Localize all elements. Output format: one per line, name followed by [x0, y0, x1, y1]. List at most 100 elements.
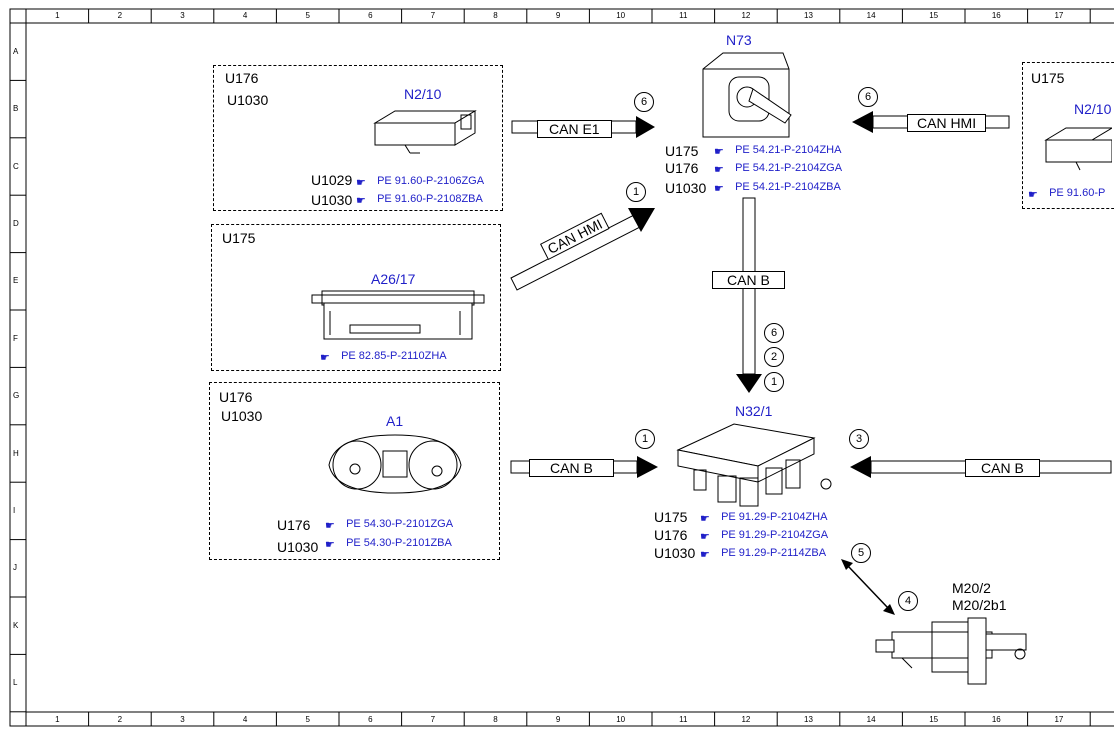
column-number: 11	[679, 11, 688, 20]
n2-10-left-component-label: N2/10	[404, 86, 442, 102]
marker-can-e1: 6	[634, 92, 654, 112]
n2-10-control-unit-image	[373, 110, 477, 154]
a1-ref-link-1[interactable]: ☛ PE 54.30-P-2101ZGA	[325, 518, 454, 533]
column-number: 5	[305, 715, 310, 724]
a1-group-box	[209, 382, 500, 560]
n32-1-ref-code-2: U176	[654, 527, 688, 543]
n32-1-ref-text-3: PE 91.29-P-2114ZBA	[721, 547, 827, 559]
column-number: 11	[679, 715, 688, 724]
row-letter: H	[13, 448, 19, 458]
pointing-hand-icon: ☛	[325, 520, 335, 533]
n73-ref-code-1: U175	[665, 143, 699, 159]
marker-can-b-vertical-2: 2	[764, 347, 784, 367]
pointing-hand-icon: ☛	[325, 539, 335, 552]
a1-component-label: A1	[386, 413, 404, 429]
marker-can-b-left: 1	[635, 429, 655, 449]
n32-1-ref-link-3[interactable]: ☛ PE 91.29-P-2114ZBA	[700, 547, 827, 561]
column-number: 13	[804, 715, 813, 724]
column-number: 14	[866, 715, 876, 724]
column-number: 8	[493, 11, 498, 20]
pointing-hand-icon: ☛	[714, 183, 724, 196]
column-number: 9	[555, 11, 561, 20]
a1-ref-text-2: PE 54.30-P-2101ZBA	[346, 537, 452, 549]
n73-ref-text-2: PE 54.21-P-2104ZGA	[735, 162, 843, 174]
pointing-hand-icon: ☛	[356, 177, 366, 190]
column-number: 14	[866, 11, 876, 20]
row-letter: F	[13, 333, 18, 343]
pointing-hand-icon: ☛	[1028, 189, 1038, 202]
column-number: 17	[1054, 11, 1064, 20]
column-number: 3	[180, 11, 185, 20]
column-number: 17	[1054, 715, 1064, 724]
n2-10-right-control-unit-image	[1044, 127, 1112, 171]
n32-1-ref-text-2: PE 91.29-P-2104ZGA	[721, 529, 829, 541]
a1-code-1: U176	[219, 389, 253, 405]
n2-10-right-group-box	[1022, 62, 1114, 209]
can-e1-label: CAN E1	[537, 120, 612, 138]
a1-ref-code-2: U1030	[277, 539, 319, 555]
column-number: 4	[242, 11, 248, 20]
marker-can-b-vertical-3: 1	[764, 372, 784, 392]
n32-1-ref-text-1: PE 91.29-P-2104ZHA	[721, 511, 828, 523]
column-number: 3	[180, 715, 185, 724]
n2-10-right-ref-link[interactable]: ☛ PE 91.60-P	[1028, 187, 1105, 202]
n2-10-left-ref-code-1: U1029	[311, 172, 353, 188]
can-b-left-label: CAN B	[529, 459, 614, 477]
n73-ref-link-3[interactable]: ☛ PE 54.21-P-2104ZBA	[714, 181, 841, 196]
row-letter: E	[13, 276, 19, 286]
a26-17-component-label: A26/17	[371, 271, 416, 287]
pointing-hand-icon: ☛	[320, 352, 330, 365]
n2-10-right-component-label: N2/10	[1074, 101, 1112, 117]
a1-ref-link-2[interactable]: ☛ PE 54.30-P-2101ZBA	[325, 537, 452, 552]
column-number: 12	[741, 11, 751, 20]
a26-17-group-box	[211, 224, 501, 371]
pointing-hand-icon: ☛	[714, 146, 724, 159]
n2-10-left-ref-link-1[interactable]: ☛ PE 91.60-P-2106ZGA	[356, 175, 485, 190]
n73-ref-text-3: PE 54.21-P-2104ZBA	[735, 181, 841, 193]
n73-ref-link-1[interactable]: ☛ PE 54.21-P-2104ZHA	[714, 144, 842, 159]
row-letter: L	[13, 678, 18, 688]
n32-1-control-unit-image	[676, 423, 832, 507]
a26-17-ref-link[interactable]: ☛ PE 82.85-P-2110ZHA	[320, 350, 447, 365]
a1-ref-text-1: PE 54.30-P-2101ZGA	[346, 518, 454, 530]
marker-m20-4: 4	[898, 591, 918, 611]
n2-10-right-code: U175	[1031, 70, 1065, 86]
n2-10-left-code-1: U176	[225, 70, 259, 86]
column-number: 8	[493, 715, 498, 724]
row-letter: A	[13, 46, 19, 56]
row-letter: K	[13, 620, 19, 630]
m20-link-arrow	[841, 559, 895, 615]
can-b-vertical-connection	[736, 197, 762, 393]
column-number: 9	[555, 715, 561, 724]
a26-17-display-unit-image	[311, 290, 485, 340]
n2-10-left-ref-link-2[interactable]: ☛ PE 91.60-P-2108ZBA	[356, 193, 483, 207]
n2-10-left-group-box	[213, 65, 503, 211]
column-number: 1	[55, 11, 60, 20]
n32-1-ref-link-2[interactable]: ☛ PE 91.29-P-2104ZGA	[700, 529, 829, 544]
marker-can-b-vertical-1: 6	[764, 323, 784, 343]
n2-10-left-ref-text-1: PE 91.60-P-2106ZGA	[377, 175, 485, 187]
column-number: 2	[117, 715, 123, 724]
n32-1-component-label: N32/1	[735, 403, 773, 419]
marker-m20-5: 5	[851, 543, 871, 563]
n73-ref-link-2[interactable]: ☛ PE 54.21-P-2104ZGA	[714, 162, 843, 176]
column-number: 1	[55, 715, 60, 724]
n73-component-label: N73	[726, 32, 752, 48]
column-number: 7	[430, 11, 436, 20]
column-number: 7	[430, 715, 436, 724]
n32-1-ref-code-1: U175	[654, 509, 688, 525]
row-letter: B	[13, 104, 19, 114]
row-letter: J	[13, 563, 17, 573]
n32-1-ref-link-1[interactable]: ☛ PE 91.29-P-2104ZHA	[700, 511, 828, 525]
n73-ref-code-3: U1030	[665, 180, 707, 196]
column-number: 6	[368, 11, 373, 20]
n73-ref-text-1: PE 54.21-P-2104ZHA	[735, 144, 842, 156]
can-hmi-right-label: CAN HMI	[907, 114, 987, 132]
a1-instrument-cluster-image	[328, 434, 462, 494]
m20-steering-column-image	[875, 617, 1027, 685]
row-letter: D	[13, 218, 19, 228]
n73-ref-code-2: U176	[665, 160, 699, 176]
a26-17-code: U175	[222, 230, 256, 246]
pointing-hand-icon: ☛	[700, 531, 710, 544]
column-number: 5	[305, 11, 310, 20]
